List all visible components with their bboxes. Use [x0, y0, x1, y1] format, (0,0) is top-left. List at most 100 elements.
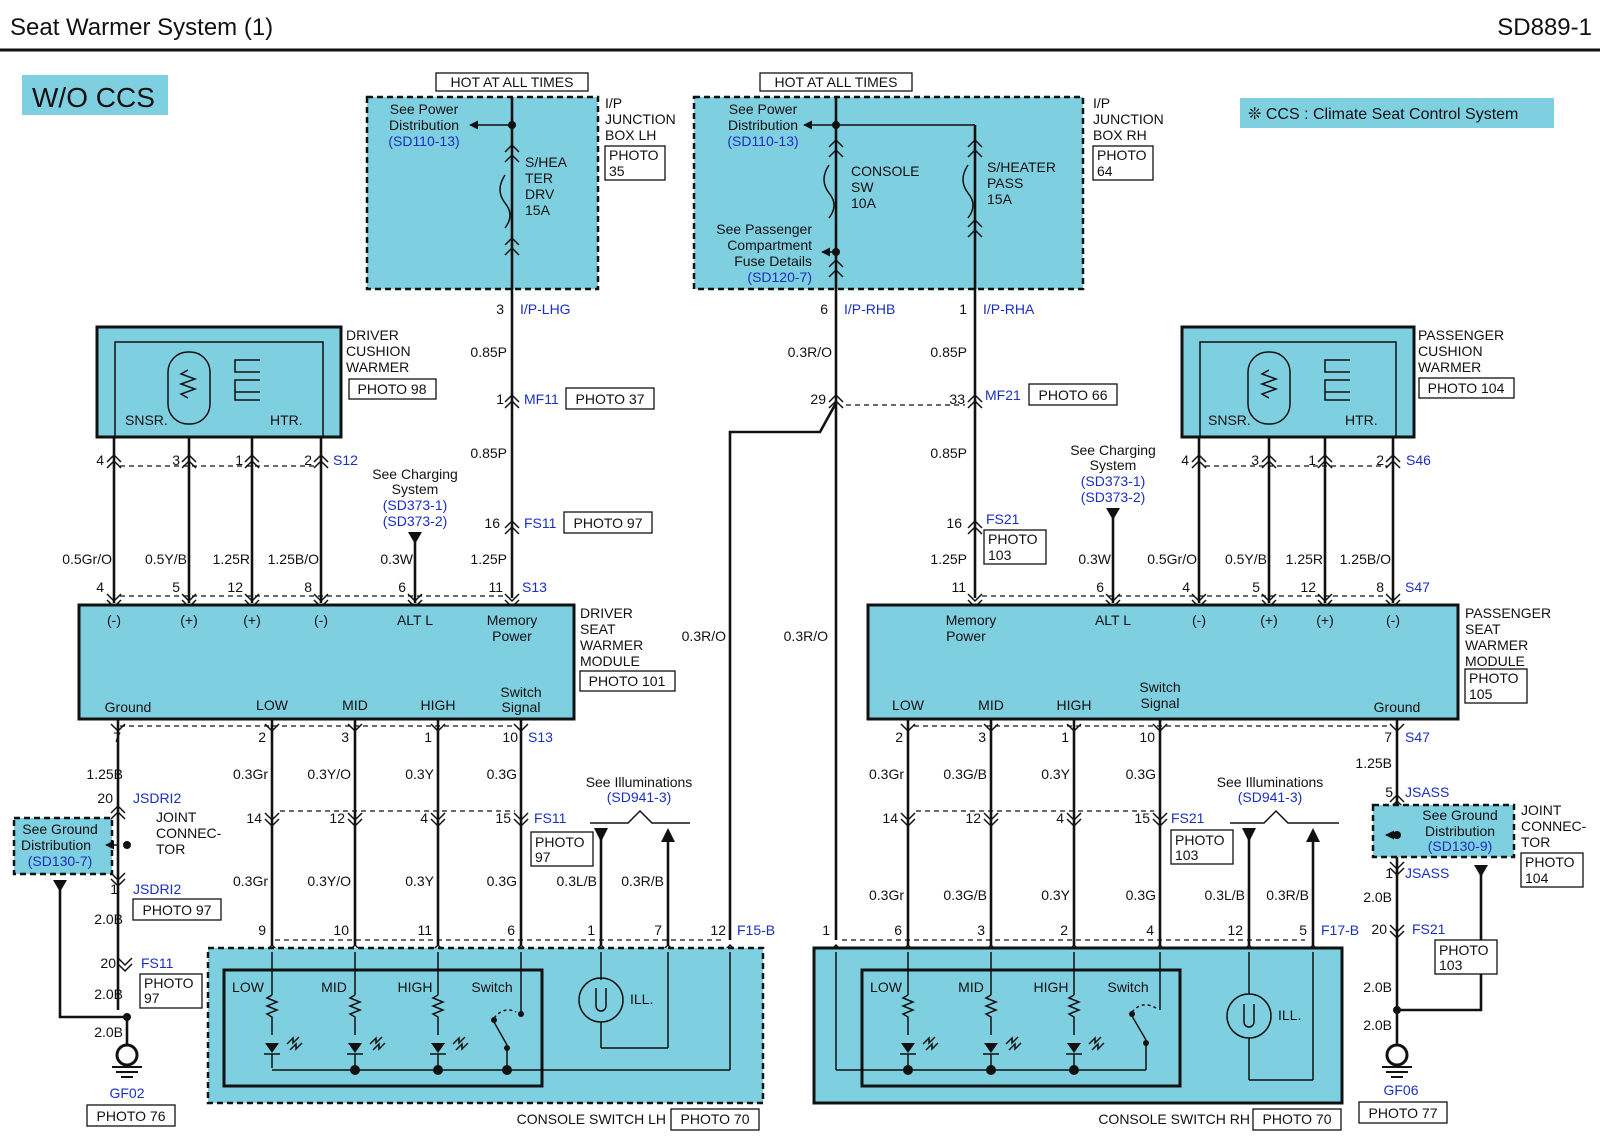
pin-s47-12: 12 [1300, 579, 1316, 595]
ground-ref-rh-link[interactable]: (SD130-9) [1428, 838, 1493, 854]
pin-fs21-4: 4 [1056, 810, 1064, 826]
pass-module-name: PASSENGER [1465, 605, 1551, 621]
pass-top-pos2: (+) [1316, 612, 1334, 628]
conn-ip-lhg: I/P-LHG [520, 301, 571, 317]
power-ref-lh[interactable]: (SD110-13) [388, 133, 459, 149]
console-rh-name: CONSOLE SWITCH RH [1098, 1111, 1250, 1127]
illum-lh-ref[interactable]: (SD941-3) [607, 789, 672, 805]
charging-lh-ref1[interactable]: (SD373-1) [383, 497, 448, 513]
driver-cushion-name-2: CUSHION [346, 343, 411, 359]
wire-03gb-rh-b: 0.3G/B [943, 887, 987, 903]
charging-lh-ref2[interactable]: (SD373-2) [383, 513, 448, 529]
photo-104-b-2: 104 [1525, 870, 1549, 886]
charging-rh-ref2[interactable]: (SD373-2) [1081, 489, 1146, 505]
wire-03g-lh-a: 0.3G [487, 766, 517, 782]
wire-03w-rh: 0.3W [1078, 551, 1111, 567]
wire-03ro-a: 0.3R/O [788, 344, 832, 360]
console-rh-circuit [835, 952, 1314, 1081]
pass-module-name-3: WARMER [1465, 637, 1528, 653]
illum-rh-ref[interactable]: (SD941-3) [1238, 789, 1303, 805]
s46-pins [1191, 453, 1401, 469]
wire-20b-lh-a: 2.0B [94, 911, 123, 927]
pin-pb7: 7 [1384, 729, 1392, 745]
wire-085p-rh-a: 0.85P [930, 344, 967, 360]
pass-bot-high: HIGH [1057, 697, 1092, 713]
passenger-seat-warmer-module [866, 603, 1460, 721]
wire-03lb-rh: 0.3L/B [1205, 887, 1245, 903]
wire-20b-rh-c: 2.0B [1363, 1017, 1392, 1033]
photo-103-b: PHOTO [1175, 832, 1225, 848]
fuse-pass: S/HEATER [987, 159, 1056, 175]
pin-s47-5: 5 [1252, 579, 1260, 595]
charging-rh-ref1[interactable]: (SD373-1) [1081, 473, 1146, 489]
driver-cushion-name: DRIVER [346, 327, 399, 343]
console-lh-photo-box [670, 1108, 760, 1131]
wire-125bo-rh: 1.25B/O [1340, 551, 1391, 567]
pin-f15-10: 10 [333, 922, 349, 938]
joint-rh-name: JOINT [1521, 802, 1562, 818]
pass-ref[interactable]: (SD120-7) [747, 269, 812, 285]
drv-bot-mid: MID [342, 697, 368, 713]
drv-top-memory-2: Power [492, 628, 532, 644]
conn-fs11-top: FS11 [524, 515, 557, 531]
junction-box-rh [692, 95, 1085, 291]
pass-bot-switch: Switch [1139, 679, 1180, 695]
driver-module-name-3: WARMER [580, 637, 643, 653]
drv-bot-switch: Switch [500, 684, 541, 700]
see-power-rh-2: Distribution [728, 117, 798, 133]
photo-105-2: 105 [1469, 686, 1493, 702]
pin-1-rha: 1 [959, 301, 967, 317]
pin-s12-3: 3 [172, 452, 180, 468]
pin-fs11-20: 20 [100, 955, 116, 971]
pin-f17-4: 4 [1146, 922, 1154, 938]
pin-s47-4: 4 [1182, 579, 1190, 595]
drv-top-pos1: (+) [180, 612, 198, 628]
pin-f17-12: 12 [1227, 922, 1243, 938]
driver-module-name: DRIVER [580, 605, 633, 621]
wire-125b-lh: 1.25B [86, 766, 123, 782]
pin-s46-3: 3 [1251, 452, 1259, 468]
pass-bot-low: LOW [892, 697, 925, 713]
jb-lh-name-3: BOX LH [605, 127, 656, 143]
power-ref-rh[interactable]: (SD110-13) [727, 133, 798, 149]
joint-connector-rh [1371, 803, 1516, 859]
conn-jsass-b: JSASS [1405, 865, 1449, 881]
photo-97-box-d [139, 973, 203, 1009]
pin-f17-1: 1 [822, 922, 830, 938]
conn-fs21-mid: FS21 [1171, 810, 1205, 826]
pin-s12-1: 1 [235, 452, 243, 468]
ccs-note: ❊ CCS : Climate Seat Control System [1248, 106, 1518, 123]
conn-s13-top: S13 [522, 579, 547, 595]
wire-03rb-rh: 0.3R/B [1266, 887, 1309, 903]
pin-f17-5: 5 [1299, 922, 1307, 938]
ground-ref-lh-link[interactable]: (SD130-7) [28, 853, 93, 869]
pin-s12-2: 2 [304, 452, 312, 468]
conn-f15b: F15-B [737, 922, 775, 938]
photo-103-a-2: 103 [988, 547, 1012, 563]
pin-f17-6: 6 [894, 922, 902, 938]
drv-top-neg1: (-) [107, 612, 121, 628]
photo-103-box-b [1170, 829, 1234, 865]
photo-104-box [1418, 377, 1515, 399]
pin-b2: 2 [258, 729, 266, 745]
pin-pb1: 1 [1061, 729, 1069, 745]
joint-lh-name-3: TOR [156, 841, 185, 857]
wire-03ro-b: 0.3R/O [784, 628, 828, 644]
pin-f15-11: 11 [417, 922, 432, 938]
passenger-cushion-name-3: WARMER [1418, 359, 1481, 375]
driver-cushion-name-3: WARMER [346, 359, 409, 375]
pass-htr-label: HTR. [1345, 412, 1378, 428]
pin-16-fs21: 16 [946, 515, 962, 531]
conn-s46: S46 [1406, 452, 1431, 468]
console-rh-photo: PHOTO 70 [1263, 1111, 1332, 1127]
photo-103-box-a [983, 529, 1047, 565]
wire-03gr-rh-b: 0.3Gr [869, 887, 904, 903]
pin-fs21-15: 15 [1134, 810, 1150, 826]
conn-s47-bottom: S47 [1405, 729, 1430, 745]
pin-fs11-14: 14 [246, 810, 262, 826]
illum-lh: See Illuminations [586, 774, 693, 790]
jb-lh-name-2: JUNCTION [605, 111, 676, 127]
ground-ref-rh: See Ground [1422, 807, 1498, 823]
pin-b10: 10 [502, 729, 518, 745]
wire-03gr-lh-b: 0.3Gr [233, 873, 268, 889]
